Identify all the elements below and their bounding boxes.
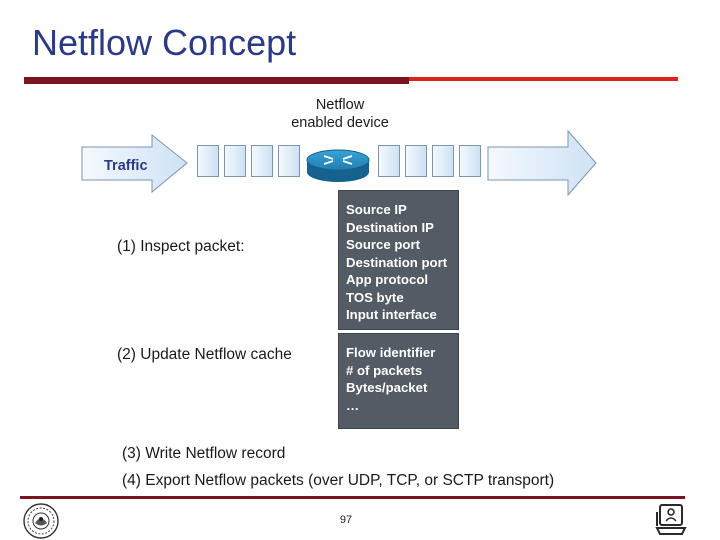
device-label-line1: Netflow	[315, 97, 365, 113]
footer-rule	[20, 496, 685, 499]
inspect-fields-box: Source IP Destination IP Source port Des…	[338, 190, 459, 330]
packet	[278, 145, 300, 177]
traffic-arrow-right	[487, 129, 597, 197]
cache-fields-box: Flow identifier # of packets Bytes/packe…	[338, 333, 459, 429]
traffic-arrow-left	[81, 133, 188, 194]
computer-lab-logo	[655, 504, 687, 535]
university-seal-logo	[23, 503, 59, 539]
field-item: Flow identifier	[346, 345, 436, 360]
traffic-label: Traffic	[104, 158, 148, 174]
field-item: Source port	[346, 237, 421, 252]
packet	[405, 145, 427, 177]
title-rule-accent	[409, 77, 678, 81]
packet	[459, 145, 481, 177]
device-label: Netflow enabled device	[270, 96, 410, 132]
field-item: Destination port	[346, 254, 448, 270]
slide-title: Netflow Concept	[32, 22, 297, 63]
field-item: TOS byte	[346, 289, 404, 305]
title-rule	[24, 77, 409, 84]
packet	[432, 145, 454, 177]
device-label-line2: enabled device	[291, 115, 389, 131]
field-item: Input interface	[346, 307, 437, 322]
page-number: 97	[339, 514, 353, 526]
field-item: Bytes/packet	[346, 380, 428, 395]
step-inspect: (1) Inspect packet:	[117, 238, 245, 255]
packet	[224, 145, 246, 177]
field-item: App protocol	[346, 272, 429, 287]
step-export: (4) Export Netflow packets (over UDP, TC…	[122, 472, 555, 489]
step-update-cache: (2) Update Netflow cache	[117, 346, 292, 363]
packet	[378, 145, 400, 177]
field-item: …	[346, 397, 360, 413]
field-item: Destination IP	[346, 219, 434, 235]
step-write-record: (3) Write Netflow record	[122, 445, 286, 462]
field-item: Source IP	[346, 202, 407, 217]
packet	[251, 145, 273, 177]
router-icon	[306, 149, 370, 182]
packet	[197, 145, 219, 177]
field-item: # of packets	[346, 362, 423, 378]
